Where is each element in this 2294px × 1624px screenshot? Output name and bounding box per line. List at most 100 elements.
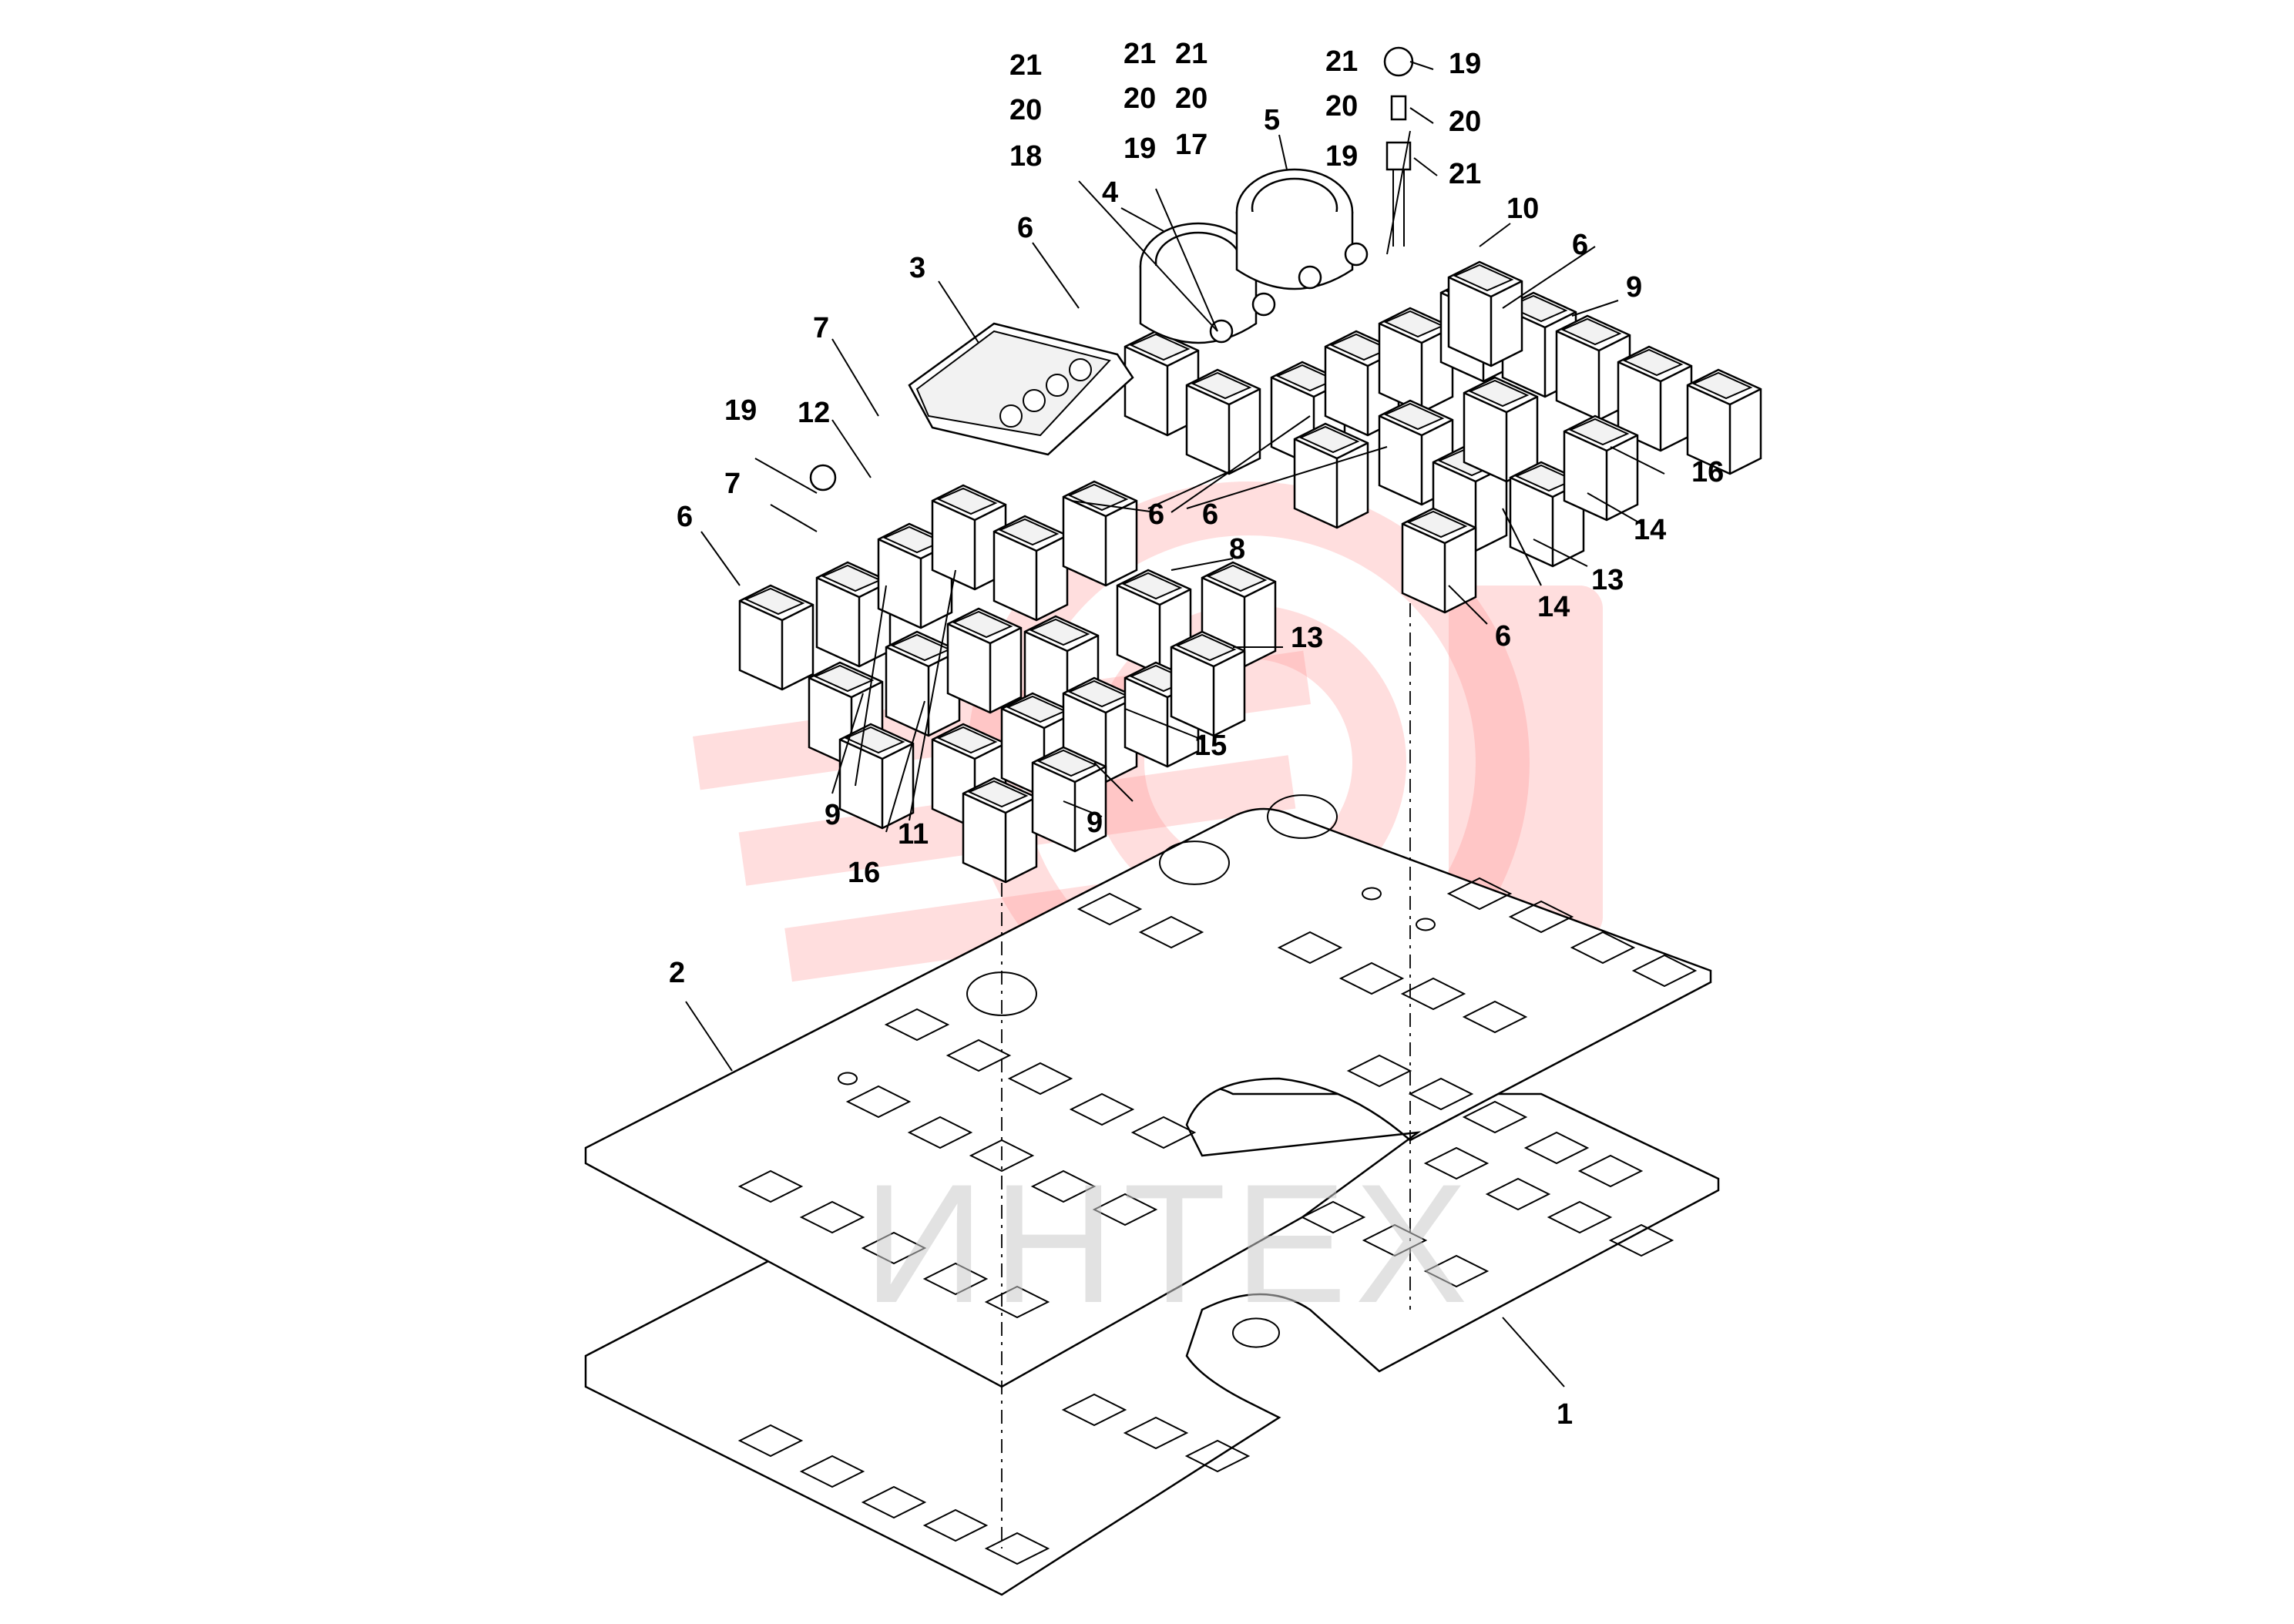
panel-cutout <box>1400 977 1466 1011</box>
callout-label: 21 <box>1175 38 1207 70</box>
panel-cutout <box>1485 1177 1551 1211</box>
panel-cutout <box>1423 1146 1490 1180</box>
rocker-switch <box>1185 368 1261 475</box>
callout-label: 1 <box>1557 1398 1573 1431</box>
callout-label: 21 <box>1449 158 1481 190</box>
callout-label: 13 <box>1591 564 1624 596</box>
panel-cutout <box>1346 1054 1412 1088</box>
callout-label: 16 <box>848 857 880 889</box>
rocker-switch <box>1378 307 1454 414</box>
panel-cutout <box>945 1038 1012 1072</box>
leader-lines <box>685 61 1665 1387</box>
callout-label: 6 <box>1495 620 1511 653</box>
panel-cutout <box>1300 1200 1366 1234</box>
callout-label: 14 <box>1634 514 1666 546</box>
callout-label: 6 <box>677 501 693 533</box>
panel-cutout <box>737 1424 804 1458</box>
callout-label: 11 <box>898 818 929 851</box>
callout-label: 2 <box>669 957 685 989</box>
panel-cutout <box>884 1008 950 1042</box>
panel-cutout <box>1508 900 1574 934</box>
callout-label: 15 <box>1194 730 1227 762</box>
callout-label: 20 <box>1009 94 1042 126</box>
panel-cutout <box>969 1139 1035 1173</box>
switch-components <box>738 260 1762 884</box>
callout-label: 20 <box>1123 82 1156 115</box>
rocker-switch <box>992 515 1069 622</box>
callout-label: 13 <box>1291 622 1323 654</box>
panel-cutout <box>1631 954 1698 988</box>
panel-cutout <box>1423 1254 1490 1288</box>
callout-label: 20 <box>1449 106 1481 138</box>
panel-cutout <box>861 1231 927 1265</box>
callout-label: 6 <box>1017 212 1033 244</box>
callout-label: 5 <box>1264 104 1280 136</box>
callout-label: 16 <box>1691 456 1724 488</box>
panel-cutout <box>1123 1416 1189 1450</box>
rocker-switch <box>1617 345 1693 452</box>
callout-label: 12 <box>798 397 830 429</box>
callout-label: 7 <box>724 468 741 500</box>
callout-label: 19 <box>1123 133 1156 165</box>
panel-cutout <box>1446 877 1513 911</box>
rocker-switch <box>1170 630 1246 737</box>
callout-label: 6 <box>1572 229 1588 261</box>
callout-label: 21 <box>1123 38 1156 70</box>
callout-label: 3 <box>909 252 925 284</box>
panel-cutout <box>1547 1200 1613 1234</box>
panel-cutout <box>922 1508 989 1542</box>
rocker-switch <box>962 777 1038 884</box>
callout-label: 4 <box>1102 176 1118 209</box>
panel-hole <box>1232 1317 1280 1348</box>
panel-cutout <box>845 1085 912 1119</box>
panel-cutout <box>1608 1223 1674 1257</box>
panel-cutout <box>1570 931 1636 965</box>
panel-cutout <box>1069 1092 1135 1126</box>
panel-hole <box>1267 794 1338 839</box>
panel-cutout <box>1092 1193 1158 1226</box>
panel-hole <box>838 1072 858 1085</box>
rocker-switch <box>946 607 1023 714</box>
callout-label: 21 <box>1325 45 1358 78</box>
panel-cutout <box>1408 1077 1474 1111</box>
rocker-switch <box>1293 422 1369 529</box>
rocker-switch <box>1031 746 1107 853</box>
gauge-5 <box>1235 168 1354 290</box>
panel-cutout <box>907 1116 973 1149</box>
rocker-switch <box>931 484 1007 591</box>
rocker-switch <box>1563 414 1639 522</box>
callout-label: 20 <box>1325 90 1358 122</box>
rocker-switch <box>1555 314 1631 421</box>
panel-cutout <box>737 1169 804 1203</box>
rocker-switch <box>1447 260 1523 367</box>
callout-label: 19 <box>724 394 757 427</box>
panel-hole <box>1159 841 1230 885</box>
panel-hole <box>1416 918 1436 931</box>
rocker-switch <box>1401 507 1477 614</box>
rocker-switch <box>1062 480 1138 587</box>
panel-cutout <box>799 1200 865 1234</box>
display-module <box>908 322 1134 456</box>
panel-cutout <box>1462 1100 1528 1134</box>
panel-cutout <box>1076 892 1143 926</box>
panel-cutout <box>1462 1000 1528 1034</box>
bulb-assembly <box>809 46 1414 492</box>
callout-label: 19 <box>1449 48 1481 80</box>
callout-label: 7 <box>813 312 829 344</box>
panel-hole <box>1362 887 1382 901</box>
rocker-switch <box>885 630 961 737</box>
callout-label: 20 <box>1175 82 1207 115</box>
callout-label: 17 <box>1175 129 1207 161</box>
rocker-switch <box>1463 376 1539 483</box>
callout-label: 6 <box>1148 498 1164 531</box>
panel-cutout <box>1138 915 1204 949</box>
panel-cutout <box>1030 1169 1097 1203</box>
panel-cutout <box>984 1285 1050 1319</box>
rocker-switch <box>738 584 814 691</box>
callout-label: 9 <box>825 799 841 831</box>
rocker-switch <box>1123 330 1200 437</box>
panel-cutout <box>1577 1154 1644 1188</box>
panel-cutout <box>1523 1131 1590 1165</box>
panel-cutout <box>1184 1439 1251 1473</box>
